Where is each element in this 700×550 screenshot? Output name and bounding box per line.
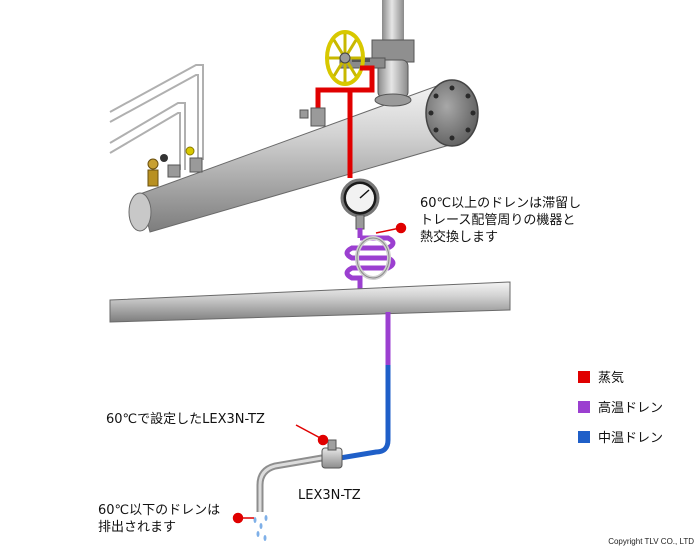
background-trace-lines (109, 64, 204, 170)
discharge-pipe (256, 454, 323, 512)
trap-setting-annotation: 60℃で設定したLEX3N-TZ (106, 412, 265, 427)
discharge-drops (253, 515, 268, 541)
mid-temp-drain-line (339, 365, 391, 461)
high-temp-drain-coil (344, 228, 396, 298)
heat-exchange-annotation: 60℃以上のドレンは滞留し トレース配管周りの機器と 熱交換します (420, 196, 582, 245)
steam-trace-line (315, 65, 375, 178)
legend: 蒸気 高温ドレン 中温ドレン (578, 368, 663, 458)
lex3n-tz-steam-trap (321, 439, 343, 469)
legend-item-high-temp-drain: 高温ドレン (578, 398, 663, 416)
annotation-markers (232, 222, 407, 524)
legend-swatch-high-temp-drain (578, 400, 590, 413)
gate-valve (339, 39, 415, 107)
pressure-gauge (340, 178, 380, 230)
legend-item-steam: 蒸気 (578, 368, 663, 386)
trace-fittings (299, 107, 326, 127)
lower-equipment-pipe (109, 281, 511, 323)
left-trap-assembly (147, 146, 203, 187)
trap-name-label: LEX3N-TZ (298, 488, 361, 503)
legend-item-mid-temp-drain: 中温ドレン (578, 428, 663, 446)
valve-hand-wheel (325, 30, 370, 86)
legend-swatch-mid-temp-drain (578, 430, 590, 443)
legend-swatch-steam (578, 370, 590, 383)
main-steam-pipe (128, 82, 461, 233)
discharge-annotation: 60℃以下のドレンは 排出されます (98, 503, 221, 535)
pipe-end-flange (425, 79, 479, 147)
copyright-notice: Copyright TLV CO., LTD (608, 537, 694, 546)
